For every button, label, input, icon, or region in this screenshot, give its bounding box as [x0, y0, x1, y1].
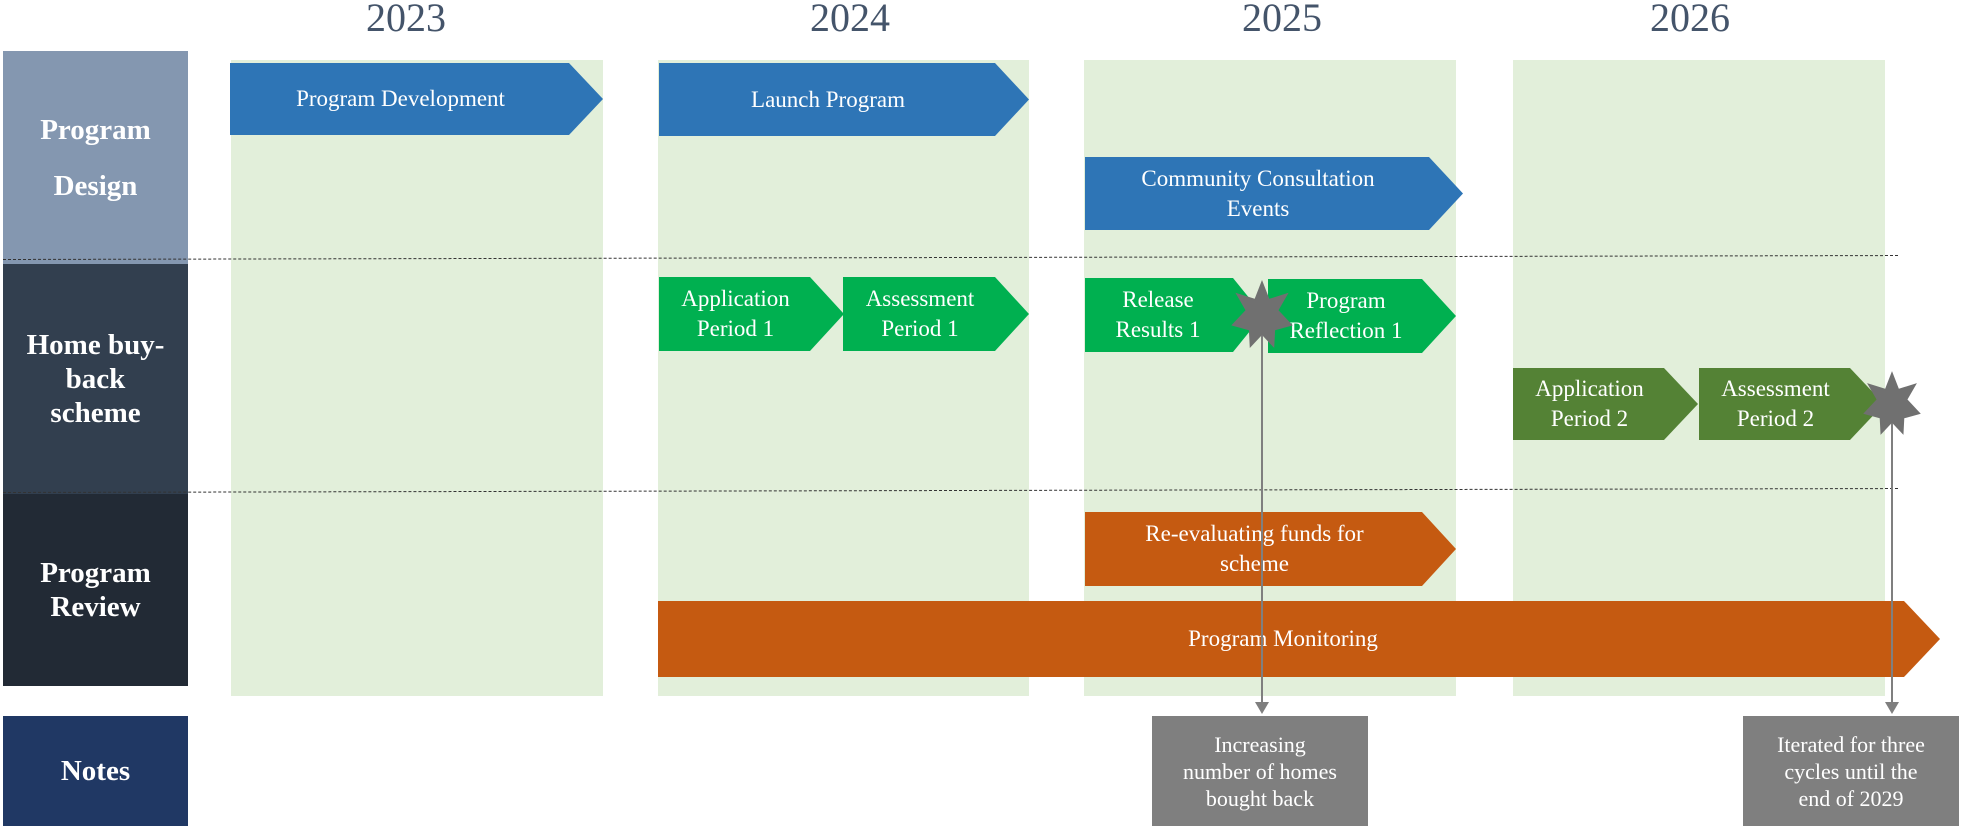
note-line: number of homes [1183, 758, 1337, 784]
task-label: Period 1 [881, 316, 959, 341]
year-header-2023: 2023 [366, 0, 446, 40]
task-launch-program: Launch Program [659, 63, 1029, 136]
note-line: Increasing [1214, 731, 1306, 757]
task-program-development: Program Development [230, 63, 603, 135]
lane-label-line: Notes [60, 754, 131, 787]
task-re-evaluating-funds: Re-evaluating funds for scheme [1085, 512, 1456, 586]
lane-label-line: back [65, 363, 126, 395]
task-label: Reflection 1 [1289, 318, 1403, 343]
task-label: Results 1 [1115, 317, 1201, 342]
task-label: Re-evaluating funds for [1145, 521, 1364, 546]
lane-label-line: scheme [50, 397, 141, 429]
task-label: Assessment [865, 286, 975, 311]
year-header-2024: 2024 [810, 0, 890, 40]
task-program-monitoring: Program Monitoring [658, 601, 1940, 677]
note-line: end of 2029 [1798, 785, 1904, 811]
milestone-star-icon [1863, 371, 1921, 435]
connector-line [1891, 404, 1893, 704]
year-column-2025 [1084, 60, 1456, 696]
connector-line [1261, 314, 1263, 704]
lane-label-line: Review [50, 591, 141, 623]
year-header-2025: 2025 [1242, 0, 1322, 40]
year-column-2023 [231, 60, 603, 696]
task-label: scheme [1220, 551, 1289, 576]
arrowhead-icon [1885, 702, 1899, 714]
year-column-2024 [658, 60, 1029, 696]
task-label: Period 2 [1736, 406, 1815, 431]
arrowhead-icon [1255, 702, 1269, 714]
year-header-2026: 2026 [1650, 0, 1730, 40]
task-label: Application [1535, 376, 1644, 401]
task-label: Program Development [296, 86, 505, 111]
lane-notes: Notes [3, 716, 188, 826]
lane-label-line: Design [53, 169, 138, 202]
task-label: Assessment [1721, 376, 1830, 401]
lane-label-line: Program [40, 113, 151, 146]
task-label: Program [1306, 288, 1386, 313]
task-label: Community Consultation [1141, 165, 1375, 191]
note-line: Iterated for three [1777, 731, 1925, 757]
task-label: Release [1122, 287, 1194, 312]
task-label: Launch Program [751, 86, 905, 112]
task-label: Period 1 [696, 316, 775, 341]
task-label: Events [1226, 195, 1290, 221]
task-label: Period 2 [1550, 406, 1629, 431]
milestone-star-icon [1231, 280, 1293, 348]
lane-label-line: Home buy- [26, 329, 165, 361]
task-label: Application [681, 286, 790, 311]
note-line: bought back [1205, 785, 1315, 811]
task-label: Program Monitoring [1188, 626, 1378, 651]
lane-label-line: Program [40, 557, 151, 589]
note-line: cycles until the [1784, 758, 1918, 784]
